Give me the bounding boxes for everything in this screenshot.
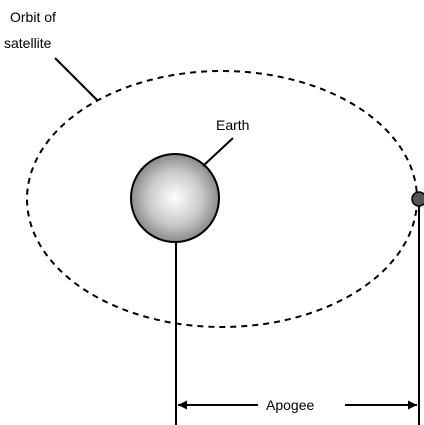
orbit-label-line1: Orbit of — [10, 9, 56, 25]
satellite-icon — [411, 191, 424, 207]
earth-leader-line — [202, 137, 234, 167]
orbit-label-line2: satellite — [4, 35, 52, 51]
earth-icon — [130, 153, 220, 243]
orbit-leader-line — [54, 57, 98, 101]
apogee-label: Apogee — [266, 397, 314, 413]
earth-label: Earth — [216, 117, 249, 133]
satellite-orbit — [26, 70, 418, 328]
